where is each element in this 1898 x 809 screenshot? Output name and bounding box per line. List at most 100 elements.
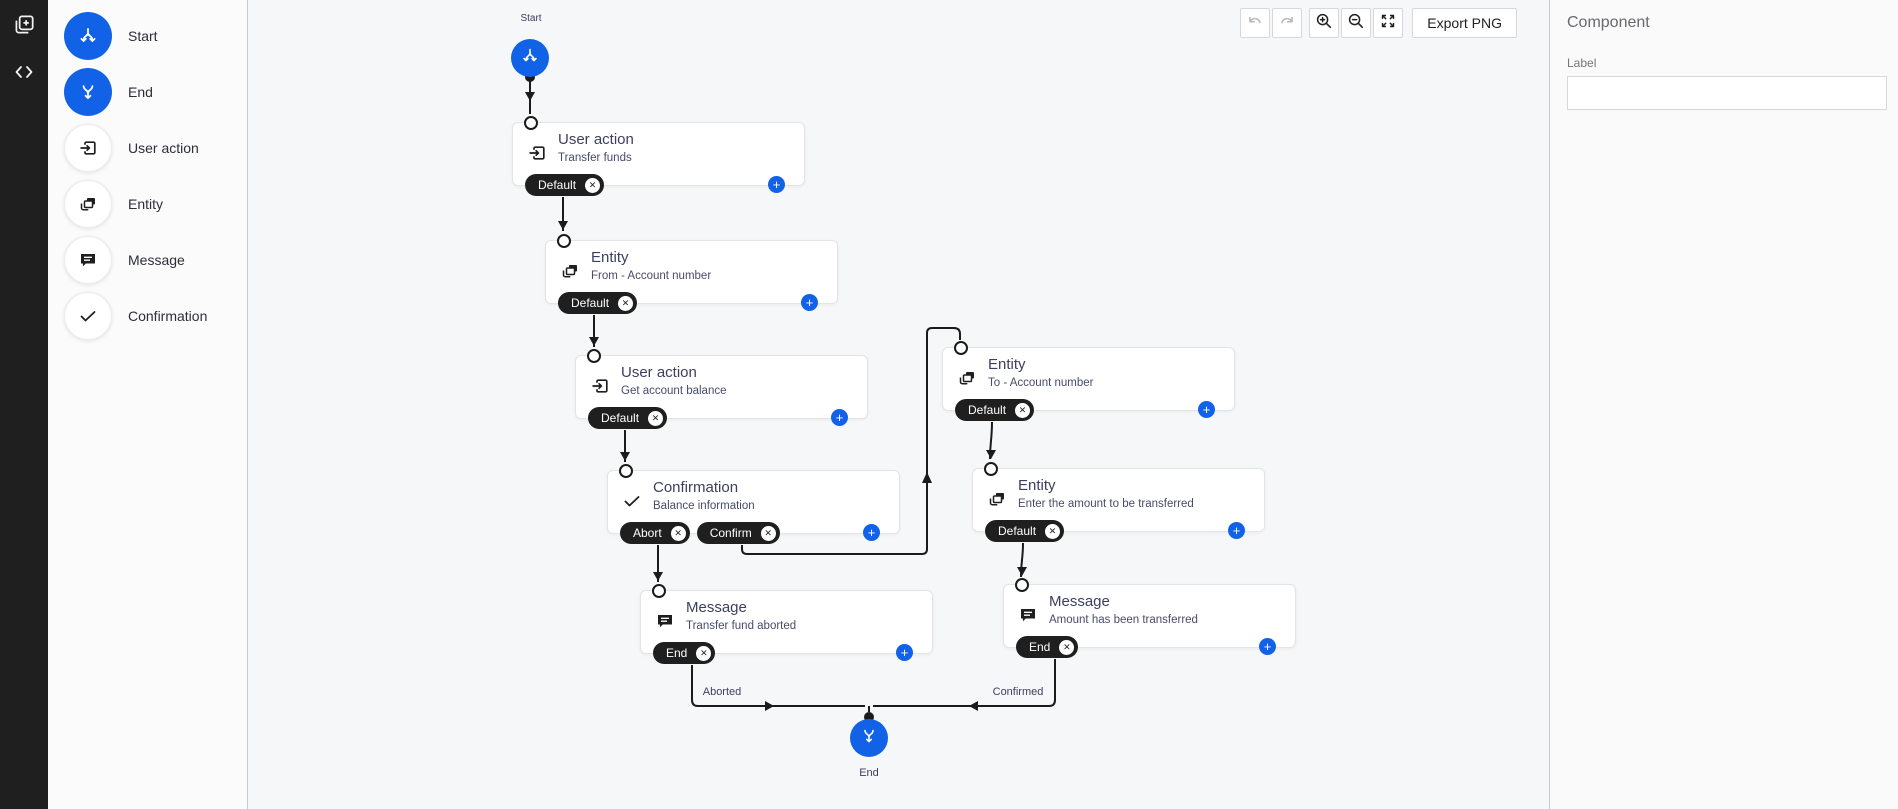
code-icon[interactable] [9,57,39,87]
user-action-icon [64,124,112,172]
flow-node-entity-enter-amount[interactable]: Entity Enter the amount to be transferre… [972,462,1265,542]
export-png-button[interactable]: Export PNG [1412,8,1517,38]
remove-badge-icon[interactable]: ✕ [618,295,634,311]
flow-node-user-action-get-balance[interactable]: User action Get account balance Default … [575,349,868,429]
redo-button[interactable] [1272,8,1303,38]
remove-badge-icon[interactable]: ✕ [1015,402,1031,418]
badge-label: Confirm [709,526,752,540]
badge-label: Default [538,178,577,192]
remove-badge-icon[interactable]: ✕ [585,177,601,193]
flow-canvas[interactable]: Start User action Transfer funds Default… [248,0,1549,809]
flow-node-message-transferred[interactable]: Message Amount has been transferred End … [1003,578,1296,658]
transition-badge[interactable]: End ✕ [653,642,716,664]
add-page-icon[interactable] [9,10,39,40]
remove-badge-icon[interactable]: ✕ [696,645,712,661]
zoom-in-button[interactable] [1309,8,1340,38]
start-terminal[interactable] [511,39,549,77]
node-title: Entity [1018,477,1056,494]
transition-badge[interactable]: Default ✕ [985,520,1065,542]
split-icon [64,12,112,60]
input-port[interactable] [652,584,666,598]
flow-node-entity-from-account[interactable]: Entity From - Account number Default ✕ + [545,234,838,314]
add-transition-button[interactable]: + [801,294,818,311]
node-title: Message [686,599,747,616]
node-title: User action [621,364,697,381]
label-input[interactable] [1567,76,1887,110]
canvas-toolbar: Export PNG [1240,8,1517,38]
remove-badge-icon[interactable]: ✕ [1045,523,1061,539]
palette-item-user-action[interactable]: User action [48,120,247,176]
remove-badge-icon[interactable]: ✕ [1059,639,1075,655]
start-terminal-label: Start [520,13,542,24]
node-subtitle: Transfer fund aborted [686,620,797,632]
add-transition-button[interactable]: + [1259,638,1276,655]
transition-badge[interactable]: End ✕ [1016,636,1079,658]
split-icon [520,46,540,71]
transition-badge[interactable]: Default ✕ [525,174,605,196]
flow-node-entity-to-account[interactable]: Entity To - Account number Default ✕ + [942,341,1235,421]
flow-node-user-action-transfer-funds[interactable]: User action Transfer funds Default ✕ + [512,116,805,196]
remove-badge-icon[interactable]: ✕ [760,525,776,541]
add-transition-button[interactable]: + [1228,522,1245,539]
add-transition-button[interactable]: + [1198,401,1215,418]
flow-node-confirmation-balance[interactable]: Confirmation Balance information Abort ✕… [607,464,900,544]
palette-item-confirmation[interactable]: Confirmation [48,288,247,344]
user-action-icon [589,375,611,397]
end-terminal[interactable] [850,719,888,757]
input-port[interactable] [557,234,571,248]
edge-label-aborted: Aborted [702,686,742,698]
transition-badge-abort[interactable]: Abort ✕ [620,522,690,544]
badge-label: Default [998,524,1037,538]
input-port[interactable] [984,462,998,476]
badge-label: End [1029,640,1051,654]
add-transition-button[interactable]: + [896,644,913,661]
input-port[interactable] [954,341,968,355]
remove-badge-icon[interactable]: ✕ [670,525,686,541]
palette-item-label: Entity [128,196,164,212]
edge-label-confirmed: Confirmed [992,686,1044,698]
entity-icon [986,488,1008,510]
palette-item-message[interactable]: Message [48,232,247,288]
palette-item-end[interactable]: End [48,64,247,120]
transition-badge[interactable]: Default ✕ [588,407,668,429]
transition-badge[interactable]: Default ✕ [558,292,638,314]
palette-item-label: Confirmation [128,308,208,324]
fullscreen-button[interactable] [1373,8,1404,38]
badge-label: Default [601,411,640,425]
entity-icon [559,260,581,282]
node-subtitle: Transfer funds [558,152,632,164]
undo-button[interactable] [1240,8,1271,38]
node-title: User action [558,131,634,148]
input-port[interactable] [619,464,633,478]
undo-icon [1245,11,1265,36]
label-field-label: Label [1567,56,1597,70]
flow-edges [525,72,1056,722]
input-port[interactable] [524,116,538,130]
node-subtitle: Enter the amount to be transferred [1018,498,1194,510]
palette-item-entity[interactable]: Entity [48,176,247,232]
transition-badge-confirm[interactable]: Confirm ✕ [696,522,780,544]
input-port[interactable] [1015,578,1029,592]
palette-item-start[interactable]: Start [48,8,247,64]
zoom-in-icon [1314,11,1334,36]
transition-badge[interactable]: Default ✕ [955,399,1035,421]
node-title: Message [1049,593,1110,610]
user-action-icon [526,142,548,164]
add-transition-button[interactable]: + [863,524,880,541]
entity-icon [956,367,978,389]
node-title: Entity [591,249,629,266]
badge-label: Default [968,403,1007,417]
fullscreen-icon [1378,11,1398,36]
message-icon [654,610,676,632]
badge-label: Default [571,296,610,310]
palette-item-label: Start [128,28,158,44]
node-subtitle: To - Account number [988,377,1094,389]
end-terminal-label: End [859,767,879,779]
palette-item-label: End [128,84,153,100]
input-port[interactable] [587,349,601,363]
flow-node-message-aborted[interactable]: Message Transfer fund aborted End ✕ + [640,584,933,664]
add-transition-button[interactable]: + [768,176,785,193]
zoom-out-button[interactable] [1341,8,1372,38]
add-transition-button[interactable]: + [831,409,848,426]
remove-badge-icon[interactable]: ✕ [648,410,664,426]
